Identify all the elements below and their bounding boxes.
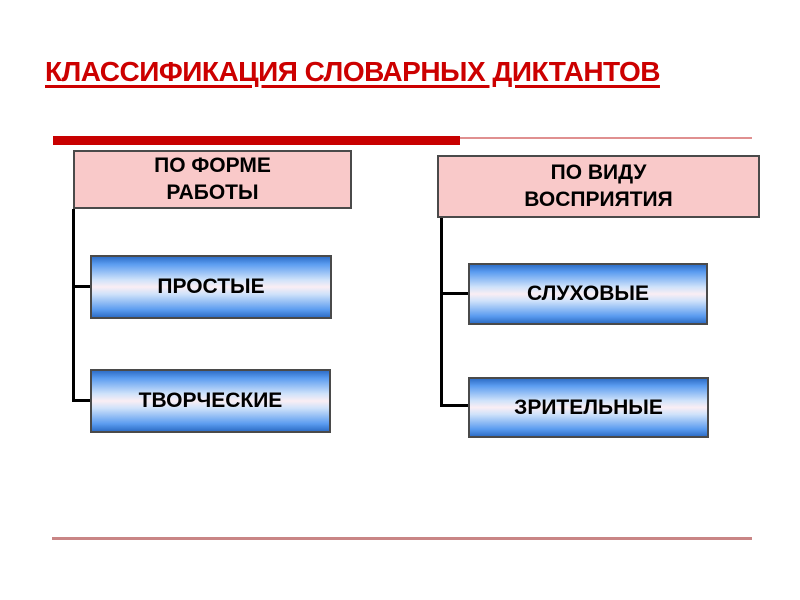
slide-title: КЛАССИФИКАЦИЯ СЛОВАРНЫХ ДИКТАНТОВ [45,56,660,87]
connector-vertical-right [440,218,443,407]
tree-header-line1: ПО ВИДУ [550,161,647,185]
tree-node-prostye: ПРОСТЫЕ [90,255,332,319]
tree-node-sluhovye: СЛУХОВЫЕ [468,263,708,325]
connector-vertical-left [72,209,75,402]
connector-branch-right-2 [440,404,468,407]
title-accent-line [460,137,752,139]
tree-header-line2: ВОСПРИЯТИЯ [524,187,673,211]
tree-header-line2: РАБОТЫ [166,180,259,204]
tree-header-form-of-work: ПО ФОРМЕ РАБОТЫ [73,150,352,209]
connector-branch-left-1 [72,285,90,288]
title-accent-bar [53,136,460,145]
connector-branch-right-1 [440,292,468,295]
footer-rule [52,537,752,540]
connector-branch-left-2 [72,399,90,402]
tree-node-tvorcheskie: ТВОРЧЕСКИЕ [90,369,331,433]
tree-header-line1: ПО ФОРМЕ [154,154,271,178]
tree-node-zritelnye: ЗРИТЕЛЬНЫЕ [468,377,709,438]
tree-header-type-of-perception: ПО ВИДУ ВОСПРИЯТИЯ [437,155,760,218]
